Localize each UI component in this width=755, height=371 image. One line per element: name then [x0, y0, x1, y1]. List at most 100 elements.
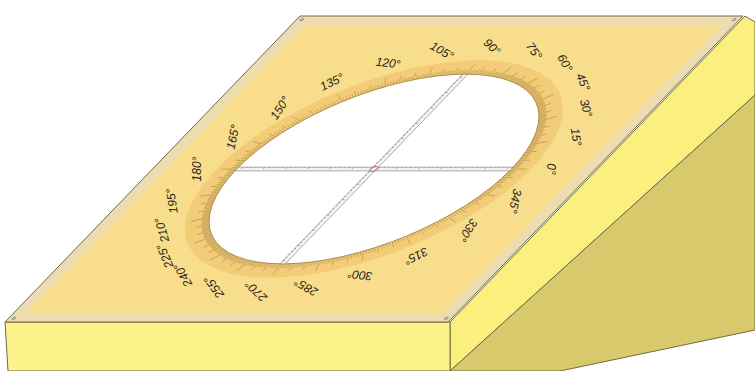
degree-tick	[534, 134, 546, 137]
dial-panel	[27, 25, 721, 313]
degree-tick	[529, 145, 536, 146]
degree-tick	[257, 145, 264, 146]
degree-tick	[244, 151, 256, 152]
degree-tick	[375, 85, 382, 89]
ruler-tick	[335, 167, 337, 169]
degree-tick	[355, 251, 371, 260]
degree-tick	[218, 177, 229, 179]
degree-tick	[334, 258, 340, 262]
degree-tick	[234, 165, 240, 166]
degree-tick	[508, 172, 514, 173]
degree-tick	[398, 238, 405, 241]
degree-tick	[202, 229, 209, 232]
degree-tick	[207, 239, 214, 242]
degree-tick	[514, 165, 520, 166]
degree-tick	[269, 264, 274, 268]
degree-tick	[211, 245, 218, 248]
degree-tick	[326, 104, 333, 107]
degree-tick	[273, 264, 283, 274]
degree-tick	[263, 140, 270, 141]
degree-tick	[251, 262, 256, 266]
degree-tick	[502, 177, 513, 179]
ruler-tick	[308, 167, 310, 169]
angle-label: 150°	[268, 94, 292, 121]
degree-tick	[440, 219, 447, 221]
ruler-tick	[241, 167, 243, 169]
ruler-tick	[413, 126, 414, 127]
degree-tick	[463, 206, 470, 208]
degree-tick	[536, 100, 543, 103]
ruler-tick	[457, 80, 458, 81]
degree-tick	[527, 148, 534, 150]
degree-tick	[340, 98, 347, 101]
degree-tick	[251, 262, 260, 269]
degree-tick	[402, 78, 408, 82]
degree-tick	[406, 235, 413, 238]
ruler-tick	[405, 167, 407, 169]
degree-tick	[366, 249, 373, 253]
degree-tick	[298, 118, 305, 120]
ruler-tick	[351, 190, 352, 191]
degree-tick	[203, 242, 215, 248]
degree-tick	[430, 223, 443, 227]
degree-tick	[262, 263, 267, 267]
ruler-tick	[383, 167, 385, 169]
degree-tick	[230, 256, 236, 260]
angle-label: 90°	[481, 36, 502, 57]
degree-tick	[288, 116, 306, 121]
degree-tick	[239, 259, 245, 263]
degree-tick	[233, 258, 239, 262]
ruler-tick	[459, 167, 461, 169]
ruler-tick	[454, 167, 456, 169]
degree-tick	[334, 100, 341, 103]
degree-tick	[271, 264, 275, 268]
degree-tick	[197, 230, 210, 235]
degree-tick	[537, 101, 544, 104]
ruler-tick	[419, 120, 420, 121]
angle-label: 0°	[545, 163, 557, 174]
degree-tick	[480, 194, 497, 197]
degree-tick	[203, 232, 210, 235]
degree-tick	[421, 229, 428, 232]
degree-tick	[512, 78, 518, 82]
ruler-tick	[295, 248, 296, 249]
ruler-tick	[272, 167, 274, 169]
degree-tick	[412, 232, 419, 235]
degree-tick	[539, 114, 546, 116]
angle-label: 120°	[375, 55, 401, 70]
degree-tick	[538, 103, 551, 108]
ruler-tick	[494, 167, 496, 169]
ruler-tick	[259, 167, 261, 169]
dial-face	[145, 74, 603, 264]
degree-tick	[538, 107, 545, 110]
degree-tick	[507, 73, 517, 80]
degree-tick	[364, 89, 371, 92]
degree-tick	[232, 167, 238, 168]
dial-ring	[112, 60, 636, 277]
degree-tick	[510, 77, 516, 81]
degree-tick	[484, 192, 491, 193]
degree-tick	[460, 70, 464, 74]
degree-tick	[241, 260, 247, 264]
degree-tick	[202, 227, 209, 230]
screw	[299, 19, 304, 21]
degree-tick	[534, 95, 541, 98]
ruler-tick	[439, 98, 440, 99]
degree-tick	[395, 239, 402, 242]
degree-tick	[438, 68, 447, 75]
degree-tick	[213, 190, 220, 192]
degree-tick	[491, 187, 498, 189]
degree-tick	[492, 185, 504, 186]
ruler-tick	[246, 167, 248, 169]
degree-tick	[490, 72, 495, 76]
degree-tick	[212, 192, 219, 193]
board-front-face	[5, 322, 450, 371]
degree-tick	[220, 180, 227, 182]
angle-label: 75°	[524, 40, 544, 62]
degree-tick	[447, 71, 452, 75]
degree-tick	[301, 116, 308, 118]
degree-tick	[251, 150, 258, 152]
angle-label: 255°	[202, 274, 226, 301]
ruler-tick	[467, 167, 469, 169]
degree-tick	[369, 249, 376, 253]
